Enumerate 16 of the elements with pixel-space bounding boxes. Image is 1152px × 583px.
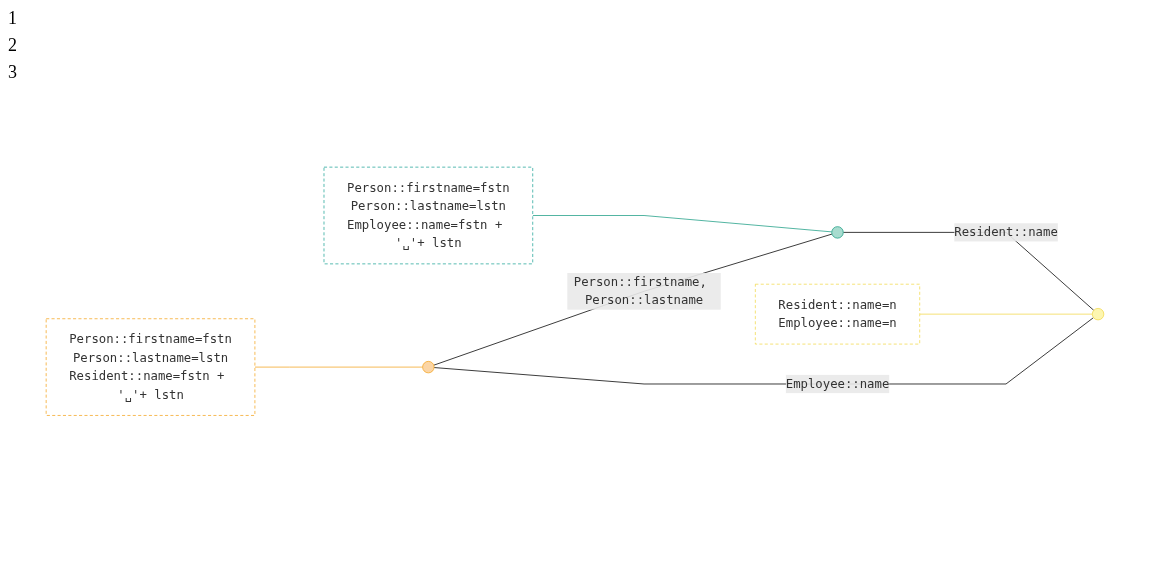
edge-label: Person::firstname, Person::lastname (573, 274, 707, 308)
connector (254, 366, 423, 368)
edge-label: Resident::name (954, 224, 1058, 240)
connector (919, 313, 1093, 315)
callout-number: 3 (8, 62, 17, 83)
connector (433, 233, 833, 366)
callout-number: 1 (8, 8, 17, 29)
node-circle (1091, 308, 1105, 321)
edge-label: Employee::name (785, 376, 890, 392)
node-box: Resident::name=n Employee::name=n (754, 284, 921, 345)
node-box: Person::firstname=fstn Person::lastname=lstn Resident::name=fstn + '␣'+ lstn (45, 318, 256, 417)
node-circle (422, 361, 435, 374)
node-circle (831, 226, 844, 239)
node-box: Person::firstname=fstn Person::lastname=lstn Employee::name=fstn + '␣'+ lstn (323, 166, 534, 265)
connector (532, 215, 833, 233)
callout-number: 2 (8, 35, 17, 56)
